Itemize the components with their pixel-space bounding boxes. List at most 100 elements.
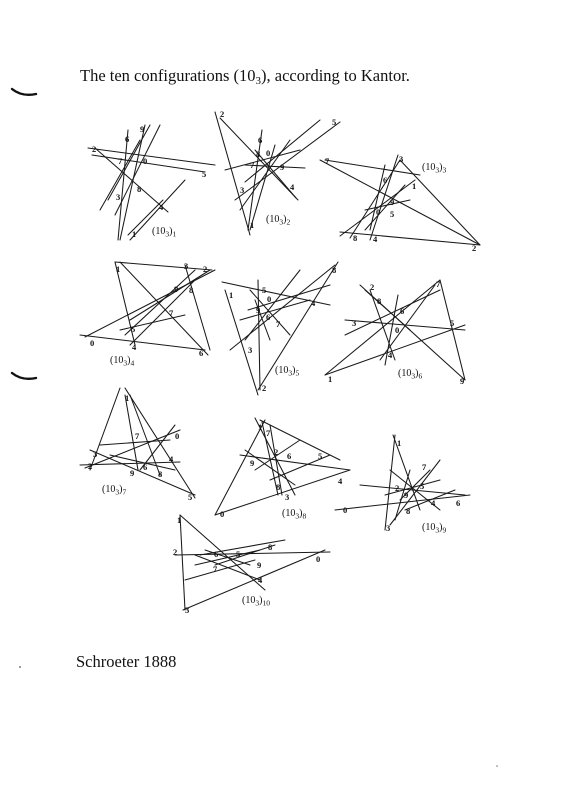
configuration-line xyxy=(404,489,456,511)
configuration-line xyxy=(139,424,176,471)
point-label: 9 xyxy=(460,376,464,386)
point-label: 5 xyxy=(450,318,454,328)
point-label: 4 xyxy=(169,454,174,464)
configuration-line xyxy=(109,454,176,471)
configuration-line xyxy=(257,279,261,391)
configuration-line xyxy=(99,439,171,446)
title-text-pre: The ten configurations (10 xyxy=(80,66,256,85)
configuration-line xyxy=(244,164,306,169)
point-label: 1 xyxy=(116,264,120,274)
point-label: 1 xyxy=(229,290,233,300)
configuration-line xyxy=(214,111,251,236)
configuration-line xyxy=(369,289,396,361)
point-label: 1 xyxy=(125,393,129,403)
configuration-line xyxy=(369,154,399,241)
point-label: 5 xyxy=(188,492,192,502)
point-label: 2 xyxy=(173,547,177,557)
point-label: 6 xyxy=(214,549,218,559)
footer-attribution: Schroeter 1888 xyxy=(76,652,177,671)
point-label: 8 xyxy=(158,469,162,479)
point-label: 7 xyxy=(436,279,441,289)
margin-dot-mark xyxy=(19,666,21,668)
configuration-line xyxy=(324,279,441,376)
configuration-line xyxy=(399,159,481,246)
configuration-line xyxy=(334,494,471,511)
configuration-line xyxy=(247,129,263,231)
configuration-caption: (103)1 xyxy=(152,226,176,239)
configuration-line xyxy=(269,424,283,496)
configuration-line xyxy=(124,387,196,499)
margin-dot-mark xyxy=(496,765,498,767)
configuration-line xyxy=(184,559,256,581)
configuration-line xyxy=(244,269,301,341)
point-label: 1 xyxy=(258,422,262,432)
point-label: 8 xyxy=(332,265,336,275)
configuration-line xyxy=(254,439,301,471)
point-label: 0 xyxy=(376,207,380,217)
margin-arc-mark xyxy=(10,87,38,97)
point-label: 3 xyxy=(185,605,189,615)
point-label: 4 xyxy=(159,202,164,212)
configuration-line xyxy=(79,461,181,466)
configuration-line xyxy=(124,394,139,471)
point-label: 8 xyxy=(406,506,410,516)
point-label: 2 xyxy=(370,282,374,292)
point-label: 1 xyxy=(132,229,136,239)
point-label: 9 xyxy=(140,124,144,134)
configuration-line xyxy=(84,429,181,469)
configuration-line xyxy=(344,289,441,336)
configuration-line xyxy=(79,334,206,351)
configuration-caption: (103)7 xyxy=(102,484,126,497)
point-label: 4 xyxy=(132,342,137,352)
configuration-line xyxy=(244,449,296,486)
point-label: 7 xyxy=(422,462,427,472)
configuration-line xyxy=(392,434,421,511)
configuration-line xyxy=(107,124,151,201)
configuration-line xyxy=(114,261,213,271)
point-label: 3 xyxy=(184,261,188,271)
configuration-line xyxy=(117,129,129,241)
configuration-line xyxy=(239,299,311,321)
point-label: 1 xyxy=(397,438,401,448)
point-label: 5 xyxy=(236,549,240,559)
margin-arc-mark xyxy=(10,371,38,381)
configuration-line xyxy=(439,279,466,381)
configuration-caption: (103)5 xyxy=(275,365,299,378)
point-label: 9 xyxy=(280,162,284,172)
point-label: 6 xyxy=(266,312,270,322)
configuration-line xyxy=(89,387,121,471)
point-label: 0 xyxy=(395,325,399,335)
configuration-line xyxy=(324,324,466,376)
configuration-line xyxy=(91,154,206,173)
point-label: 0 xyxy=(143,156,147,166)
configuration-line xyxy=(214,469,351,516)
point-label: 4 xyxy=(258,575,263,585)
configuration-line xyxy=(379,284,436,361)
point-label: 9 xyxy=(174,284,178,294)
configuration-line xyxy=(119,261,209,356)
configuration-caption: (103)6 xyxy=(398,368,422,381)
point-label: 1 xyxy=(250,220,254,230)
configuration-line xyxy=(114,261,136,346)
point-label: 0 xyxy=(90,338,94,348)
configuration-line xyxy=(99,139,141,211)
configuration-line xyxy=(127,199,164,236)
point-label: 5 xyxy=(420,481,424,491)
point-label: 8 xyxy=(256,149,260,159)
point-label: 0 xyxy=(267,294,271,304)
point-label: 3 xyxy=(116,192,120,202)
configuration-line xyxy=(124,269,196,336)
point-label: 4 xyxy=(431,498,436,508)
point-label: 6 xyxy=(287,451,291,461)
point-label: 1 xyxy=(412,181,416,191)
configuration-line xyxy=(224,149,301,171)
configuration-line xyxy=(214,544,276,566)
point-label: 2 xyxy=(262,383,266,393)
point-label: 2 xyxy=(88,461,92,471)
